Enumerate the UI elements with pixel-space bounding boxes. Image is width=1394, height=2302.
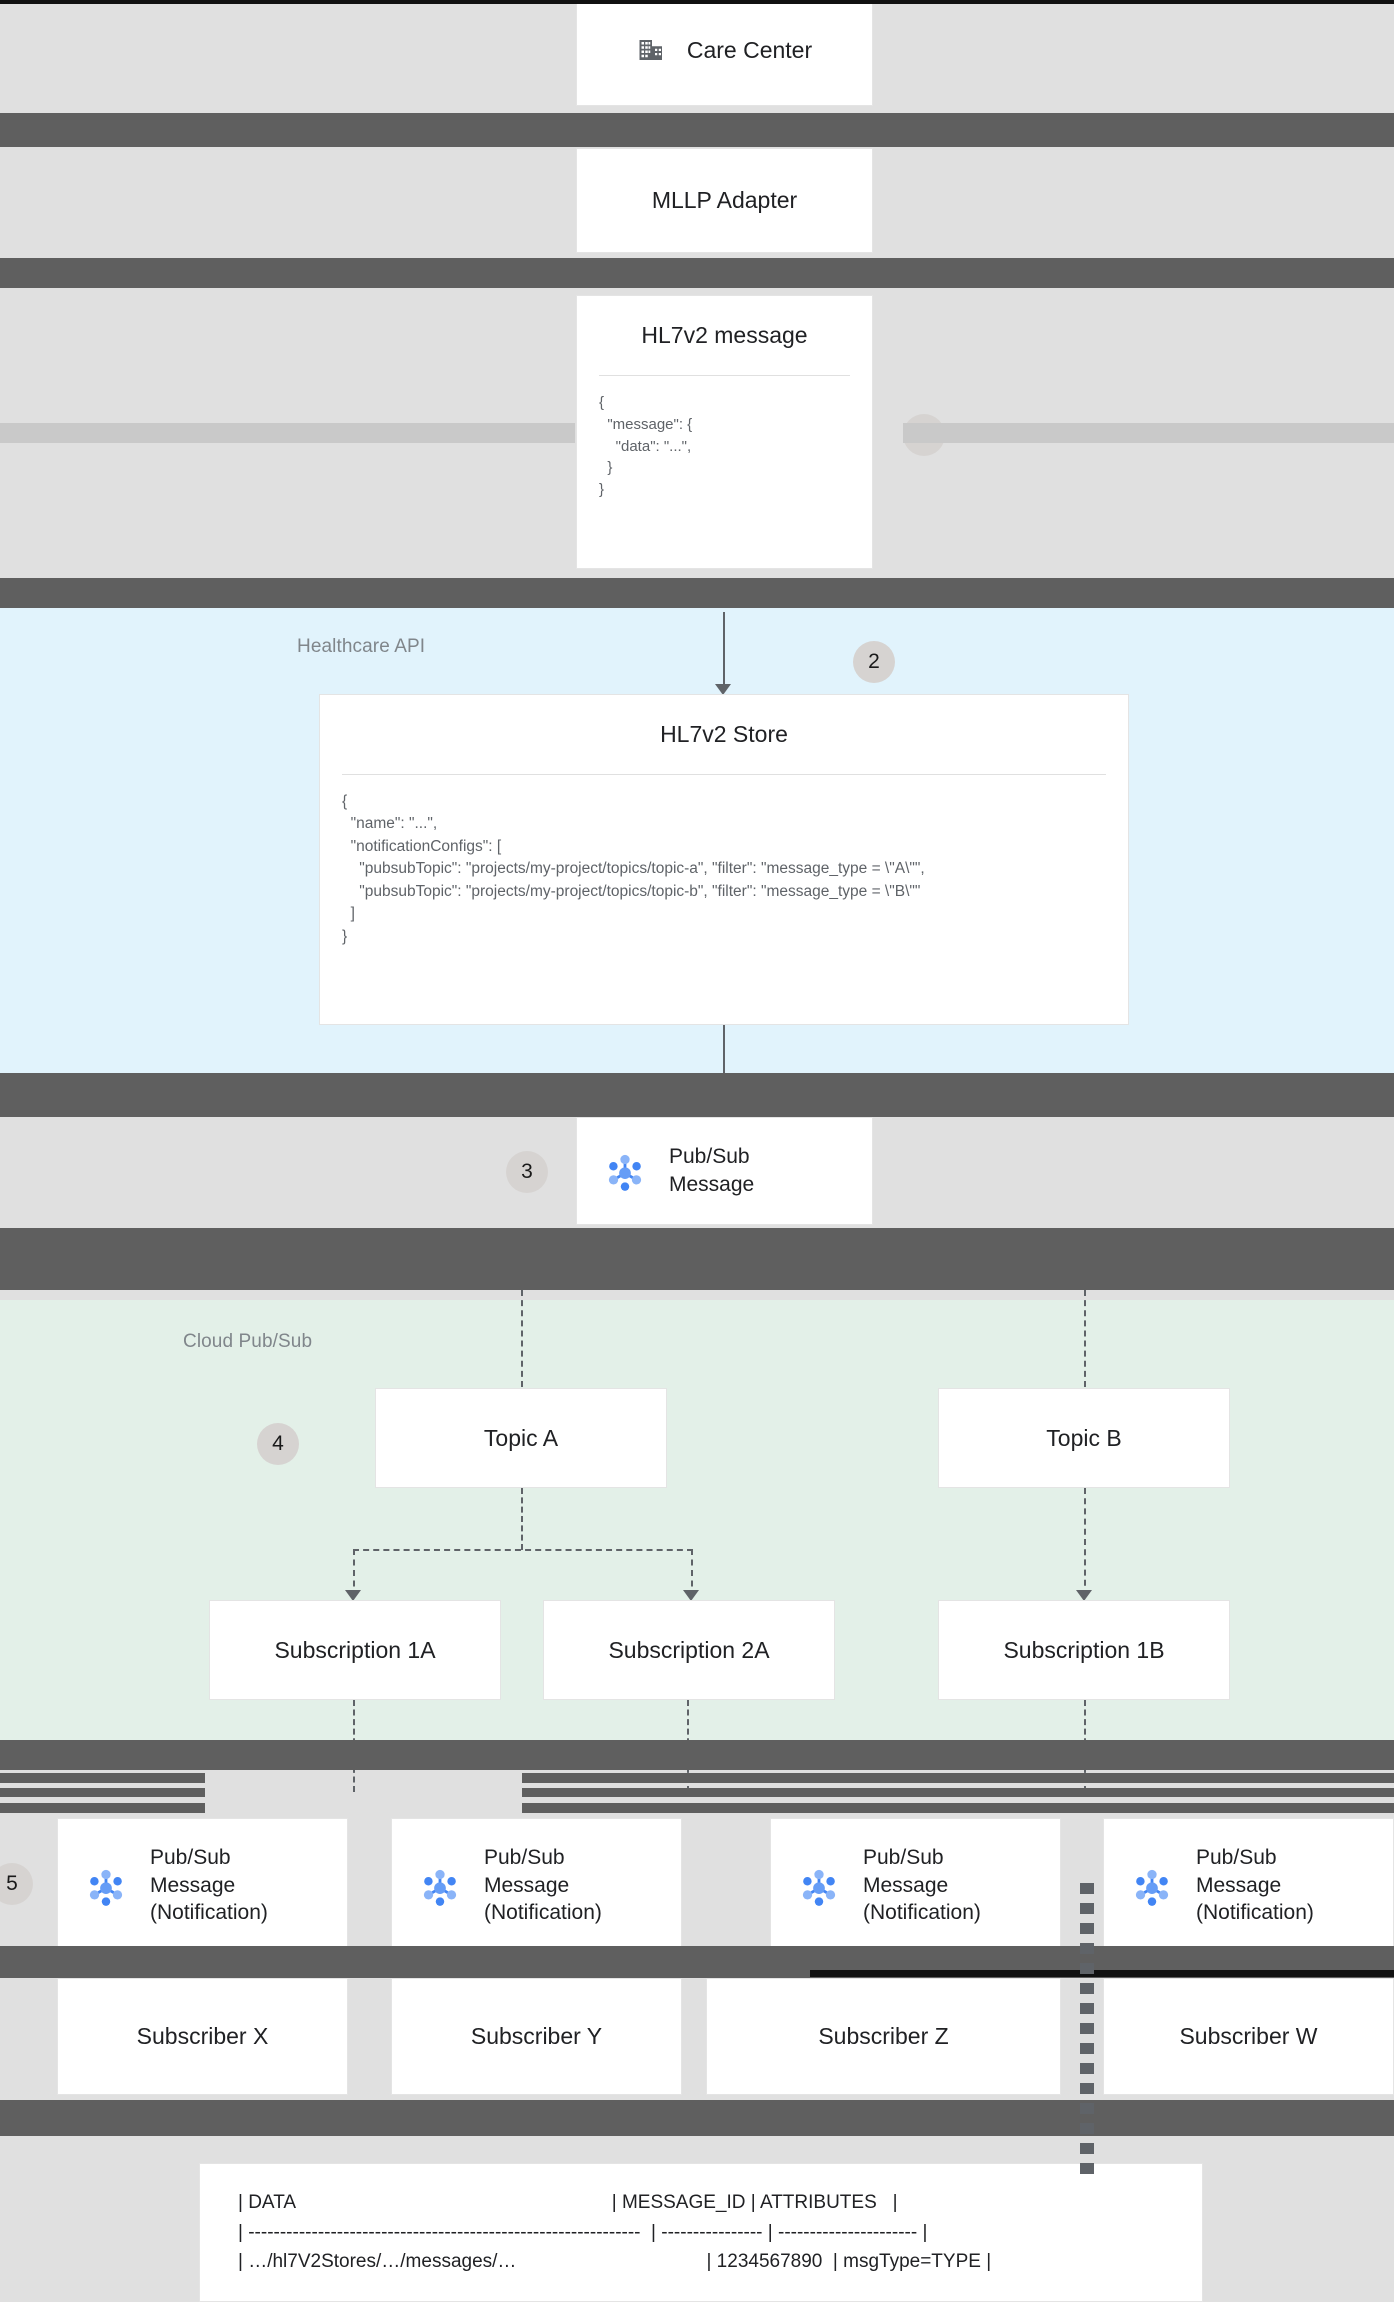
connector-arrowhead xyxy=(345,1590,361,1601)
connector-message-to-store xyxy=(723,612,725,691)
tear-band xyxy=(0,578,1394,608)
tear-band xyxy=(0,1228,1394,1290)
hl7v2-store-code: { "name": "...", "notificationConfigs": … xyxy=(342,793,925,945)
pubsub-message-node[interactable]: Pub/Sub Message xyxy=(576,1117,873,1225)
connector-arrowhead xyxy=(194,1966,210,1977)
hl7v2-store-title: HL7v2 Store xyxy=(660,721,788,747)
step-badge-3: 3 xyxy=(506,1151,548,1193)
tear-band xyxy=(0,1773,205,1783)
subscriber-y-label: Subscriber Y xyxy=(470,2023,603,2049)
subscriber-z-label: Subscriber Z xyxy=(818,2023,949,2049)
connector-sub2a-down xyxy=(687,1700,689,1792)
topic-a-node[interactable]: Topic A xyxy=(375,1388,667,1488)
mllp-adapter-node[interactable]: MLLP Adapter xyxy=(576,148,873,253)
tear-band xyxy=(0,1803,205,1813)
subscription-2a-node[interactable]: Subscription 2A xyxy=(543,1600,835,1700)
subscriber-x-node[interactable]: Subscriber X xyxy=(57,1978,348,2095)
notification-message-label: Pub/Sub Message (Notification) xyxy=(484,1845,602,1925)
subscription-2a-label: Subscription 2A xyxy=(608,1636,770,1663)
notification-message-2[interactable]: Pub/Sub Message (Notification) xyxy=(391,1818,682,1953)
notification-message-label: Pub/Sub Message (Notification) xyxy=(1196,1845,1314,1925)
tear-dashed-column xyxy=(1080,1883,1094,2176)
connector-to-subscription-1b xyxy=(1084,1488,1086,1596)
tear-band xyxy=(0,1740,1394,1770)
tear-band xyxy=(0,258,1394,288)
step-badge-5: 5 xyxy=(0,1863,33,1905)
connector-to-topic-b xyxy=(1084,1290,1086,1387)
cloud-pubsub-zone-label: Cloud Pub/Sub xyxy=(183,1331,313,1352)
subscriber-x-label: Subscriber X xyxy=(136,2023,269,2049)
subscription-1b-node[interactable]: Subscription 1B xyxy=(938,1600,1230,1700)
connector-arrowhead xyxy=(1076,1590,1092,1601)
topic-b-label: Topic B xyxy=(1046,1424,1122,1451)
pubsub-icon xyxy=(599,1145,651,1197)
care-center-node[interactable]: Care Center xyxy=(576,0,873,106)
pubsub-message-table-text: | DATA | MESSAGE_ID | ATTRIBUTES | | ---… xyxy=(238,2192,992,2273)
card-divider xyxy=(342,774,1106,775)
connector-topic-a-stem xyxy=(521,1488,523,1550)
subscription-1a-label: Subscription 1A xyxy=(274,1636,436,1663)
topic-b-node[interactable]: Topic B xyxy=(938,1388,1230,1488)
step-badge-4: 4 xyxy=(257,1423,299,1465)
connector-topic-a-branch xyxy=(353,1549,693,1551)
pubsub-message-table: | DATA | MESSAGE_ID | ATTRIBUTES | | ---… xyxy=(199,2163,1203,2302)
subscription-1a-node[interactable]: Subscription 1A xyxy=(209,1600,501,1700)
notification-message-1[interactable]: Pub/Sub Message (Notification) xyxy=(57,1818,348,1953)
connector-arrowhead xyxy=(683,1590,699,1601)
care-center-label: Care Center xyxy=(686,36,813,63)
topic-a-label: Topic A xyxy=(483,1424,559,1451)
tear-band xyxy=(522,1803,1394,1813)
tear-band xyxy=(522,1773,1394,1783)
mllp-adapter-label: MLLP Adapter xyxy=(651,187,798,213)
tear-band xyxy=(0,1788,205,1797)
pubsub-icon xyxy=(1126,1860,1178,1912)
tear-band xyxy=(522,1788,1394,1797)
healthcare-api-zone-label: Healthcare API xyxy=(297,636,426,657)
pubsub-message-label: Pub/Sub Message xyxy=(669,1145,755,1196)
subscriber-y-node[interactable]: Subscriber Y xyxy=(391,1978,682,2095)
tear-band xyxy=(0,2100,1394,2136)
connector-sub1a-down xyxy=(353,1700,355,1792)
connector-store-to-pubsub xyxy=(723,1025,725,1129)
pubsub-icon xyxy=(793,1860,845,1912)
connector-arrowhead xyxy=(848,1966,864,1977)
tear-band xyxy=(520,1952,1080,1960)
pubsub-icon xyxy=(414,1860,466,1912)
tear-band xyxy=(0,423,575,443)
notification-message-label: Pub/Sub Message (Notification) xyxy=(863,1845,981,1925)
tear-band xyxy=(903,423,1394,443)
building-icon xyxy=(637,35,667,65)
notification-message-3[interactable]: Pub/Sub Message (Notification) xyxy=(770,1818,1061,1953)
hl7v2-message-card[interactable]: HL7v2 message { "message": { "data": "..… xyxy=(576,295,873,569)
connector-to-topic-a xyxy=(521,1290,523,1387)
connector-to-subscription-2a xyxy=(691,1549,693,1597)
hl7v2-store-card[interactable]: HL7v2 Store { "name": "...", "notificati… xyxy=(319,694,1129,1025)
subscriber-z-node[interactable]: Subscriber Z xyxy=(706,1978,1061,2095)
subscriber-w-node[interactable]: Subscriber W xyxy=(1103,1978,1394,2095)
subscription-1b-label: Subscription 1B xyxy=(1003,1636,1165,1663)
connector-arrowhead xyxy=(528,1966,544,1977)
hl7v2-message-code: { "message": { "data": "...", } } xyxy=(599,394,693,498)
subscriber-w-label: Subscriber W xyxy=(1179,2023,1318,2049)
connector-arrowhead xyxy=(715,684,731,695)
card-divider xyxy=(599,375,850,376)
hl7v2-message-title: HL7v2 message xyxy=(641,322,808,348)
connector-arrowhead xyxy=(1078,1966,1094,1977)
pubsub-icon xyxy=(80,1860,132,1912)
tear-band xyxy=(0,113,1394,147)
step-badge-1: 1 xyxy=(903,414,945,456)
notification-message-label: Pub/Sub Message (Notification) xyxy=(150,1845,268,1925)
step-badge-2: 2 xyxy=(853,641,895,683)
connector-sub1b-down xyxy=(1084,1700,1086,1792)
connector-to-subscription-1a xyxy=(353,1549,355,1597)
tear-band xyxy=(810,1970,1394,1977)
notification-message-4[interactable]: Pub/Sub Message (Notification) xyxy=(1103,1818,1394,1953)
